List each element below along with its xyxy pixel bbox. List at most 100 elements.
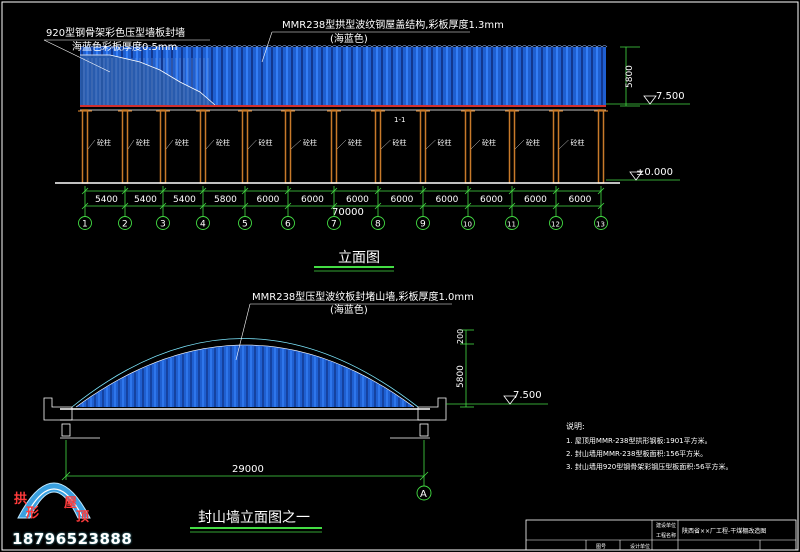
brand-char-3: 屋 [64, 496, 78, 511]
column [159, 109, 167, 184]
roof-corrugation-crest [311, 45, 318, 48]
roof-corrugation-crest [446, 45, 453, 48]
roof-corrugation-crest [246, 45, 253, 48]
axis-bubble-text: 10 [463, 221, 472, 229]
brand-char-2: 形 [26, 506, 40, 521]
column-label: 砼柱 [136, 138, 150, 147]
roof-corrugation-crest [231, 45, 238, 48]
roof-corrugation-crest [316, 45, 323, 48]
roof-corrugation-crest [541, 45, 548, 48]
column-label: 砼柱 [482, 138, 496, 147]
gable-arch-panels [75, 344, 415, 408]
roof-corrugation-crest [496, 45, 503, 48]
axis-bubble-text: 6 [285, 220, 291, 230]
roof-corrugation-crest [406, 45, 413, 48]
roof-corrugation-crest [196, 45, 203, 48]
span-dim-text: 6000 [480, 195, 503, 205]
roof-corrugation-crest [321, 45, 328, 48]
roof-corrugation-crest [291, 45, 298, 48]
roof-corrugation-crest [526, 45, 533, 48]
brand-watermark: 拱 形 屋 顶 18796523888 [4, 458, 132, 552]
roof-corrugation-crest [456, 45, 463, 48]
column-label: 砼柱 [571, 138, 585, 147]
span-dim-tick [284, 187, 292, 195]
column-label-leader [470, 139, 481, 150]
axis-bubble [505, 216, 519, 230]
axis-bubble [118, 216, 132, 230]
roof-corrugation-crest [546, 45, 553, 48]
roof-corrugation-crest [586, 45, 593, 48]
axis-bubble [549, 216, 563, 230]
column-label-leader [247, 139, 257, 150]
roof-corrugation-crest [86, 45, 93, 48]
roof-corrugation-crest [261, 45, 268, 48]
gable-rise-dim-text: 5800 [456, 365, 466, 388]
span-dim-text: 6000 [569, 195, 592, 205]
column [552, 109, 560, 184]
roof-corrugation-crest [296, 45, 303, 48]
axis-bubble-text: 11 [507, 221, 516, 229]
roof-corrugation-crest [116, 45, 123, 48]
axis-bubble-text: 13 [596, 221, 605, 229]
roof-corrugation-crest [181, 45, 188, 48]
section-mark: 1-1 [394, 116, 405, 124]
roof-corrugation-crest [131, 45, 138, 48]
span-dim-tick [508, 187, 516, 195]
roof-corrugation-crest [436, 45, 443, 48]
roof-corrugation-crest [256, 45, 263, 48]
column [597, 109, 605, 184]
arch-outer-line [71, 338, 419, 408]
roof-corrugation-crest [171, 45, 178, 48]
span-dim-text: 5400 [134, 195, 157, 205]
roof-corrugation-crest [211, 45, 218, 48]
arch-logo-icon [17, 482, 91, 519]
roof-corrugation-crest [501, 45, 508, 48]
gable-arch-edge [75, 344, 415, 408]
roof-corrugation-crest [451, 45, 458, 48]
gable-top-dim-text: 200 [456, 329, 465, 344]
roof-corrugation-crest [411, 45, 418, 48]
roof-corrugation-crest [481, 45, 488, 48]
column-label-leader [425, 139, 436, 150]
roof-corrugation-crest [206, 45, 213, 48]
column-label-leader [380, 139, 391, 150]
roof-corrugation-crest [286, 45, 293, 48]
title-project: 陕西省××厂工程-干煤棚改造图 [682, 527, 766, 535]
roof-corrugation-crest [271, 45, 278, 48]
brand-char-4: 顶 [76, 510, 90, 525]
roof-corrugation-crest [301, 45, 308, 48]
column-label: 砼柱 [97, 138, 111, 147]
column-label: 砼柱 [216, 138, 230, 147]
column [419, 109, 427, 184]
column-label-leader [165, 139, 174, 150]
roof-corrugation-crest [336, 45, 343, 48]
wall-note-2: 海蓝色彩板厚度0.5mm [72, 40, 177, 53]
roof-corrugation-crest [571, 45, 578, 48]
roof-corrugation-crest [176, 45, 183, 48]
axis-bubble-text: 8 [375, 220, 381, 230]
column [464, 109, 472, 184]
axis-bubble [461, 216, 475, 230]
roof-corrugation-crest [221, 45, 228, 48]
roof-corrugation-crest [561, 45, 568, 48]
span-dim-text: 6000 [346, 195, 369, 205]
span-dim-text: 6000 [391, 195, 414, 205]
notes-item-1: 1. 屋顶用MMR-238型拱形钢板:1901平方米。 [566, 436, 712, 445]
elevation-title: 立面图 [338, 250, 380, 266]
roof-corrugation-crest [601, 45, 608, 48]
wall-clad-edge [80, 54, 216, 106]
roof-corrugation-crest [166, 45, 173, 48]
roof-corrugation-crest [391, 45, 398, 48]
axis-bubble-text: 3 [160, 220, 166, 230]
roof-corrugation-crest [566, 45, 573, 48]
column-row: 砼柱砼柱砼柱砼柱砼柱砼柱砼柱砼柱砼柱砼柱砼柱砼柱 [78, 109, 608, 184]
column-label: 砼柱 [526, 138, 540, 147]
span-dim-text: 6000 [301, 195, 324, 205]
span-dim-text: 6000 [524, 195, 547, 205]
roof-corrugation-crest [551, 45, 558, 48]
roof-corrugation-crest [276, 45, 283, 48]
brand-phone: 18796523888 [12, 530, 133, 548]
